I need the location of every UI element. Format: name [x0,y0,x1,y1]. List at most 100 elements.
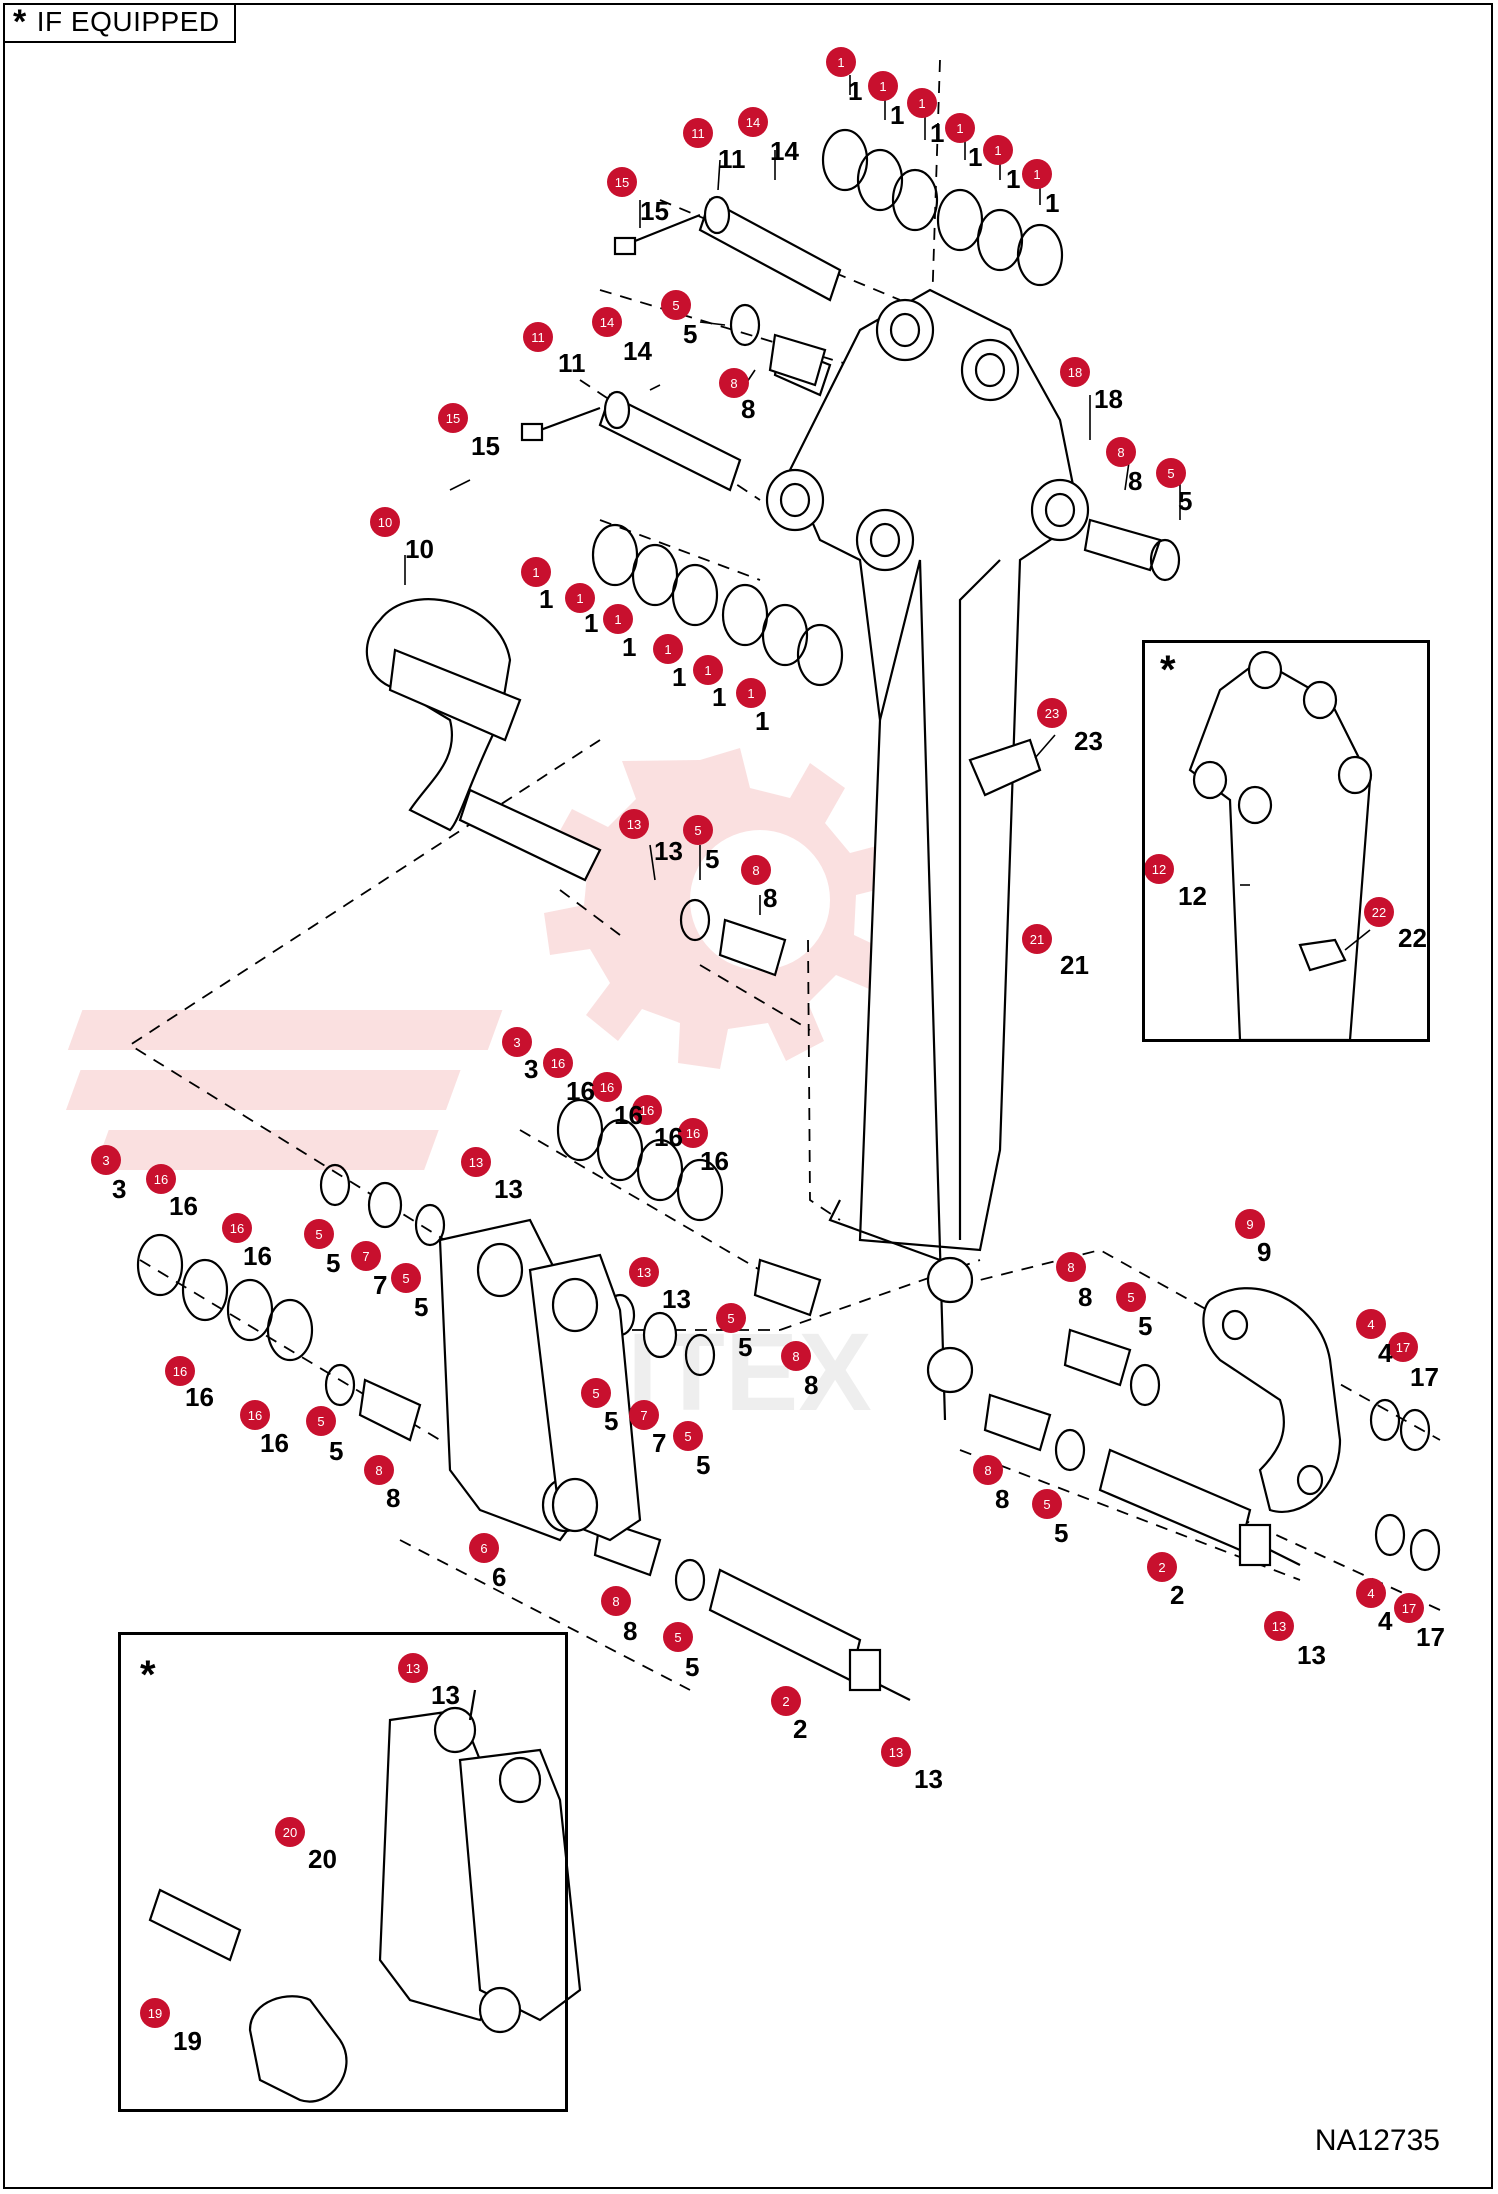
callout-badge [1356,1309,1386,1339]
callout-badge [907,88,937,118]
callout-badge-text: 1 [532,565,539,580]
callout-badge-text: 5 [684,1429,691,1444]
callout-badge-text: 15 [615,175,629,190]
callout-badge-text: 6 [480,1541,487,1556]
part-number-label: 1 [539,584,553,614]
callout-badge-text: 15 [446,411,460,426]
callout-badge [1364,897,1394,927]
callout-badge-text: 1 [918,96,925,111]
callout-4: 4 [1356,1309,1386,1339]
callout-badge [601,1586,631,1616]
callout-badge [1032,1489,1062,1519]
callout-5: 5 [673,1421,703,1451]
callout-badge [629,1400,659,1430]
callout-18: 18 [1060,357,1090,387]
callout-6: 6 [469,1533,499,1563]
callout-badge [502,1027,532,1057]
callout-badge-text: 17 [1402,1601,1416,1616]
callout-5: 5 [306,1406,336,1436]
callout-badge-text: 5 [674,1630,681,1645]
callout-badge-text: 4 [1367,1586,1374,1601]
callout-11: 11 [683,118,713,148]
part-number-label: 5 [1178,486,1192,516]
callout-7: 7 [351,1241,381,1271]
bucket-link-hooks [365,598,1342,1513]
callout-5: 5 [683,815,713,845]
callout-11: 11 [523,322,553,352]
callout-3: 3 [502,1027,532,1057]
callout-badge [661,290,691,320]
callout-badge [653,634,683,664]
callout-badge-text: 16 [640,1103,654,1118]
callout-19: 19 [140,1998,170,2028]
callout-badge [398,1653,428,1683]
part-number-label: 16 [700,1146,729,1176]
callout-14: 14 [592,307,622,337]
callout-badge [306,1406,336,1436]
part-number-label: 13 [494,1174,523,1204]
callout-badge-text: 2 [782,1694,789,1709]
callout-5: 5 [661,290,691,320]
callout-8: 8 [364,1455,394,1485]
callout-13: 13 [398,1653,428,1683]
part-number-label: 16 [169,1191,198,1221]
callout-1: 1 [907,88,937,118]
callout-badge [1037,698,1067,728]
callout-badge-text: 23 [1045,706,1059,721]
part-number-label: 16 [243,1241,272,1271]
part-number-label: 5 [1138,1311,1152,1341]
callout-badge-text: 16 [173,1364,187,1379]
callout-badge-text: 16 [600,1080,614,1095]
callout-badge-text: 8 [752,863,759,878]
callout-badge-text: 1 [664,642,671,657]
part-number-label: 17 [1410,1362,1439,1392]
part-number-label: 23 [1074,726,1103,756]
callout-8: 8 [1056,1252,1086,1282]
part-number-label: 5 [329,1436,343,1466]
part-number-label: 5 [604,1406,618,1436]
callout-badge [663,1622,693,1652]
part-number-label: 1 [622,632,636,662]
callout-badge-text: 11 [691,126,705,141]
callout-badge [581,1378,611,1408]
part-number-label: 14 [770,136,799,166]
callout-badge [391,1263,421,1293]
callout-badge [165,1356,195,1386]
part-number-label: 3 [112,1174,126,1204]
callout-1: 1 [1022,159,1052,189]
part-number-label: 5 [414,1292,428,1322]
part-number-label: 8 [1128,466,1142,496]
callout-badge [736,678,766,708]
callout-5: 5 [581,1378,611,1408]
diagram-border [3,3,1493,2189]
part-number-label: 17 [1416,1622,1445,1652]
callout-1: 1 [693,655,723,685]
inset-alternate-arm [1142,640,1430,1042]
part-number-label: 19 [173,2026,202,2056]
callout-badge-text: 10 [378,515,392,530]
leader-lines [404,75,1371,951]
part-number-label: 15 [471,431,500,461]
callout-badge [719,368,749,398]
callout-badge [364,1455,394,1485]
callout-badge [140,1998,170,2028]
callout-badge [565,583,595,613]
callout-badge [781,1341,811,1371]
callout-5: 5 [663,1622,693,1652]
callout-badge [461,1147,491,1177]
callout-badge-text: 5 [1127,1290,1134,1305]
callout-badge [741,855,771,885]
drawing-number: NA12735 [1314,2124,1440,2157]
callout-2: 2 [771,1686,801,1716]
callout-badge-text: 22 [1372,905,1386,920]
callout-badge-text: 1 [1033,167,1040,182]
callout-badge [716,1303,746,1333]
part-number-label: 7 [652,1428,666,1458]
callout-13: 13 [1264,1611,1294,1641]
callout-16: 16 [222,1213,252,1243]
inset-alternate-link [118,1632,568,2112]
callout-badge [521,557,551,587]
callout-9: 9 [1235,1209,1265,1239]
callout-badge-text: 14 [600,315,614,330]
